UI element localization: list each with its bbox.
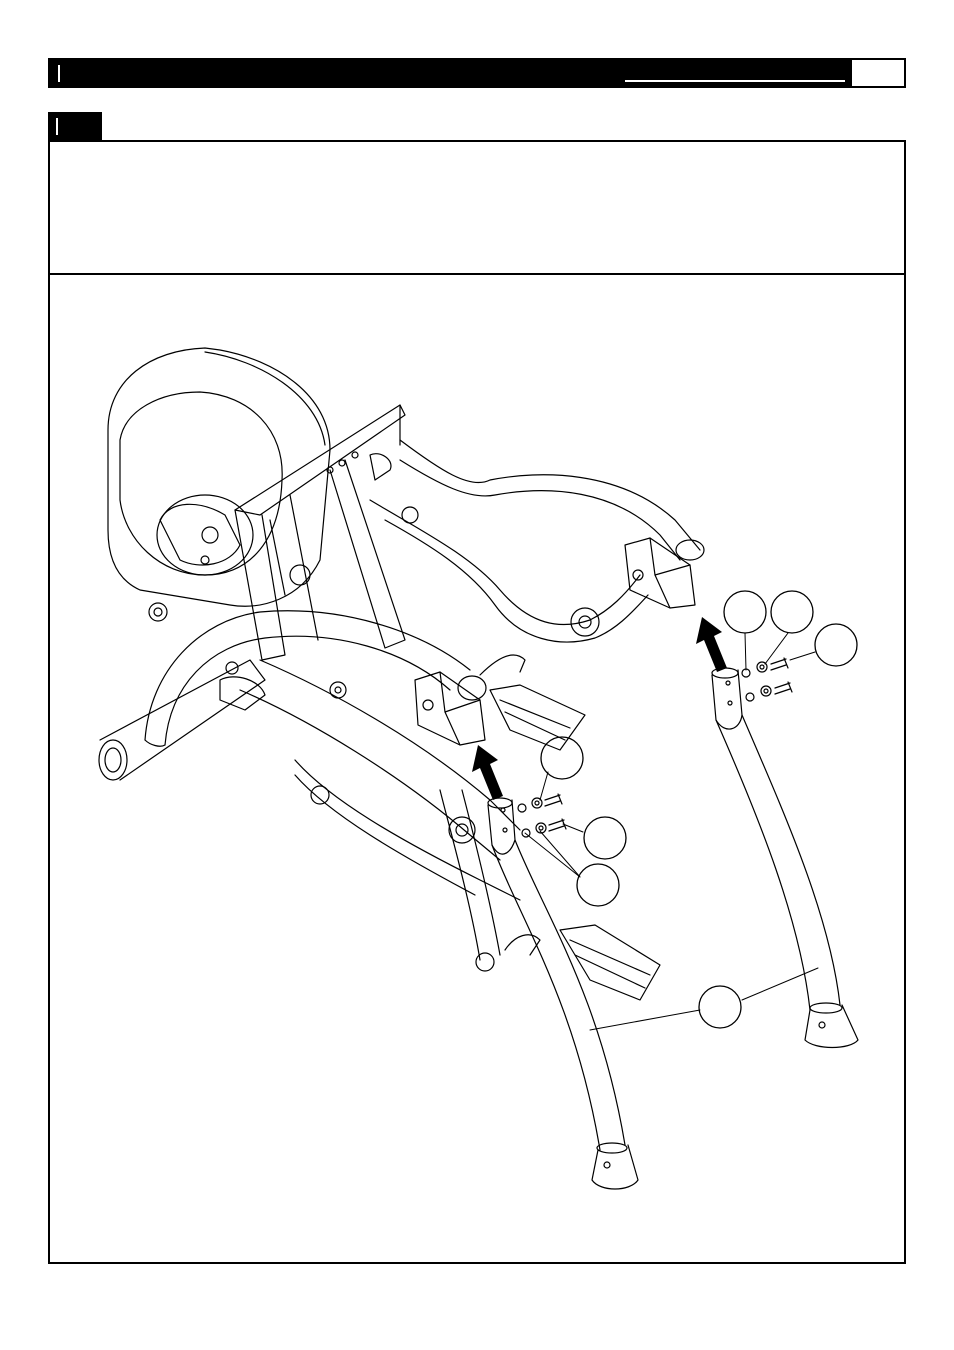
insert-arrow-right (696, 617, 727, 672)
left-hardware (517, 793, 567, 838)
flywheel (107, 347, 331, 622)
rear-stabilizer (98, 659, 266, 781)
leader-lines (524, 632, 819, 1031)
header-underline (625, 80, 845, 82)
right-upright-tube (711, 667, 859, 1049)
instruction-divider (50, 273, 904, 275)
header-tick (58, 65, 60, 82)
right-hardware (741, 657, 793, 702)
right-upper-bracket (624, 537, 705, 609)
step-frame (48, 140, 906, 1264)
header-bar (48, 58, 906, 88)
left-front-bracket (414, 671, 486, 746)
lower-frame-rail (239, 659, 521, 901)
main-frame-mast (234, 404, 406, 661)
front-arch-tube (144, 610, 526, 747)
pedal-upper (489, 684, 586, 751)
step-tab (48, 112, 102, 141)
pedal-lower (559, 924, 661, 1001)
step-tab-tick (56, 118, 58, 135)
page-number-box (850, 60, 904, 86)
left-pedal-arm (439, 789, 541, 972)
callout-circles (540, 590, 858, 1029)
left-upright-tube (487, 797, 639, 1190)
insert-arrow-left (472, 745, 503, 800)
rear-arch-tube (369, 439, 701, 643)
